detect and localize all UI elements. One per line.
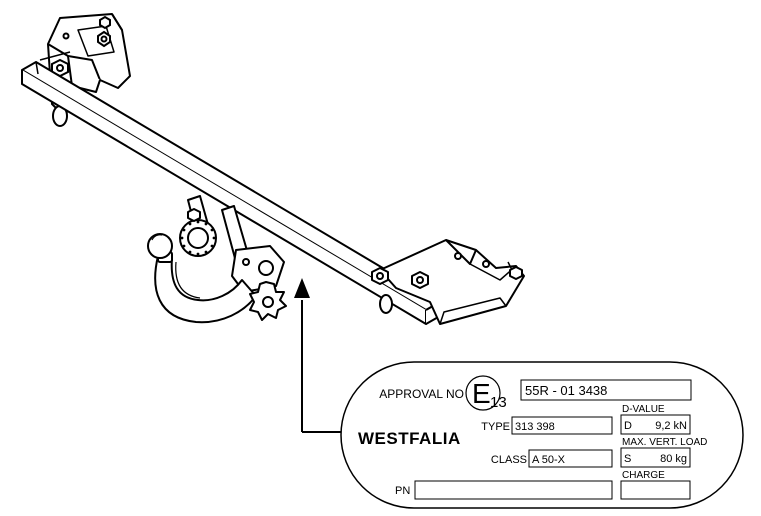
- type-label: TYPE: [481, 421, 510, 433]
- tow-ball-hitch: [147, 195, 287, 324]
- d-value-box: [620, 414, 691, 435]
- e-mark-circle: [465, 375, 501, 411]
- s-value-box: [620, 447, 691, 468]
- type-value-box: [511, 416, 613, 435]
- type-plate: APPROVAL NO E 13 55R - 01 3438 WESTFALIA…: [340, 361, 744, 509]
- charge-label: CHARGE: [622, 470, 665, 481]
- approval-label: APPROVAL NO: [379, 387, 464, 401]
- s-value: 80 kg: [660, 453, 687, 465]
- d-letter: D: [624, 420, 632, 432]
- class-value-box: [528, 449, 613, 468]
- s-letter: S: [624, 453, 631, 465]
- d-value-label: D-VALUE: [622, 404, 665, 415]
- e-mark: E: [472, 378, 491, 409]
- type-value: 313 398: [515, 421, 555, 433]
- class-value: A 50-X: [532, 454, 566, 466]
- e-number: 13: [490, 394, 507, 411]
- approval-number-value: 55R - 01 3438: [525, 383, 607, 398]
- right-mounting-bracket: [371, 239, 525, 325]
- approval-number-box: [520, 379, 692, 401]
- brand-logo: WESTFALIA: [358, 429, 461, 448]
- charge-value-box: [620, 480, 691, 500]
- class-label: CLASS: [491, 454, 527, 466]
- cross-beam: [21, 61, 441, 325]
- max-vert-load-label: MAX. VERT. LOAD: [622, 437, 707, 448]
- pn-value-box: [414, 480, 613, 500]
- d-value: 9,2 kN: [655, 420, 687, 432]
- pn-label: PN: [395, 485, 410, 497]
